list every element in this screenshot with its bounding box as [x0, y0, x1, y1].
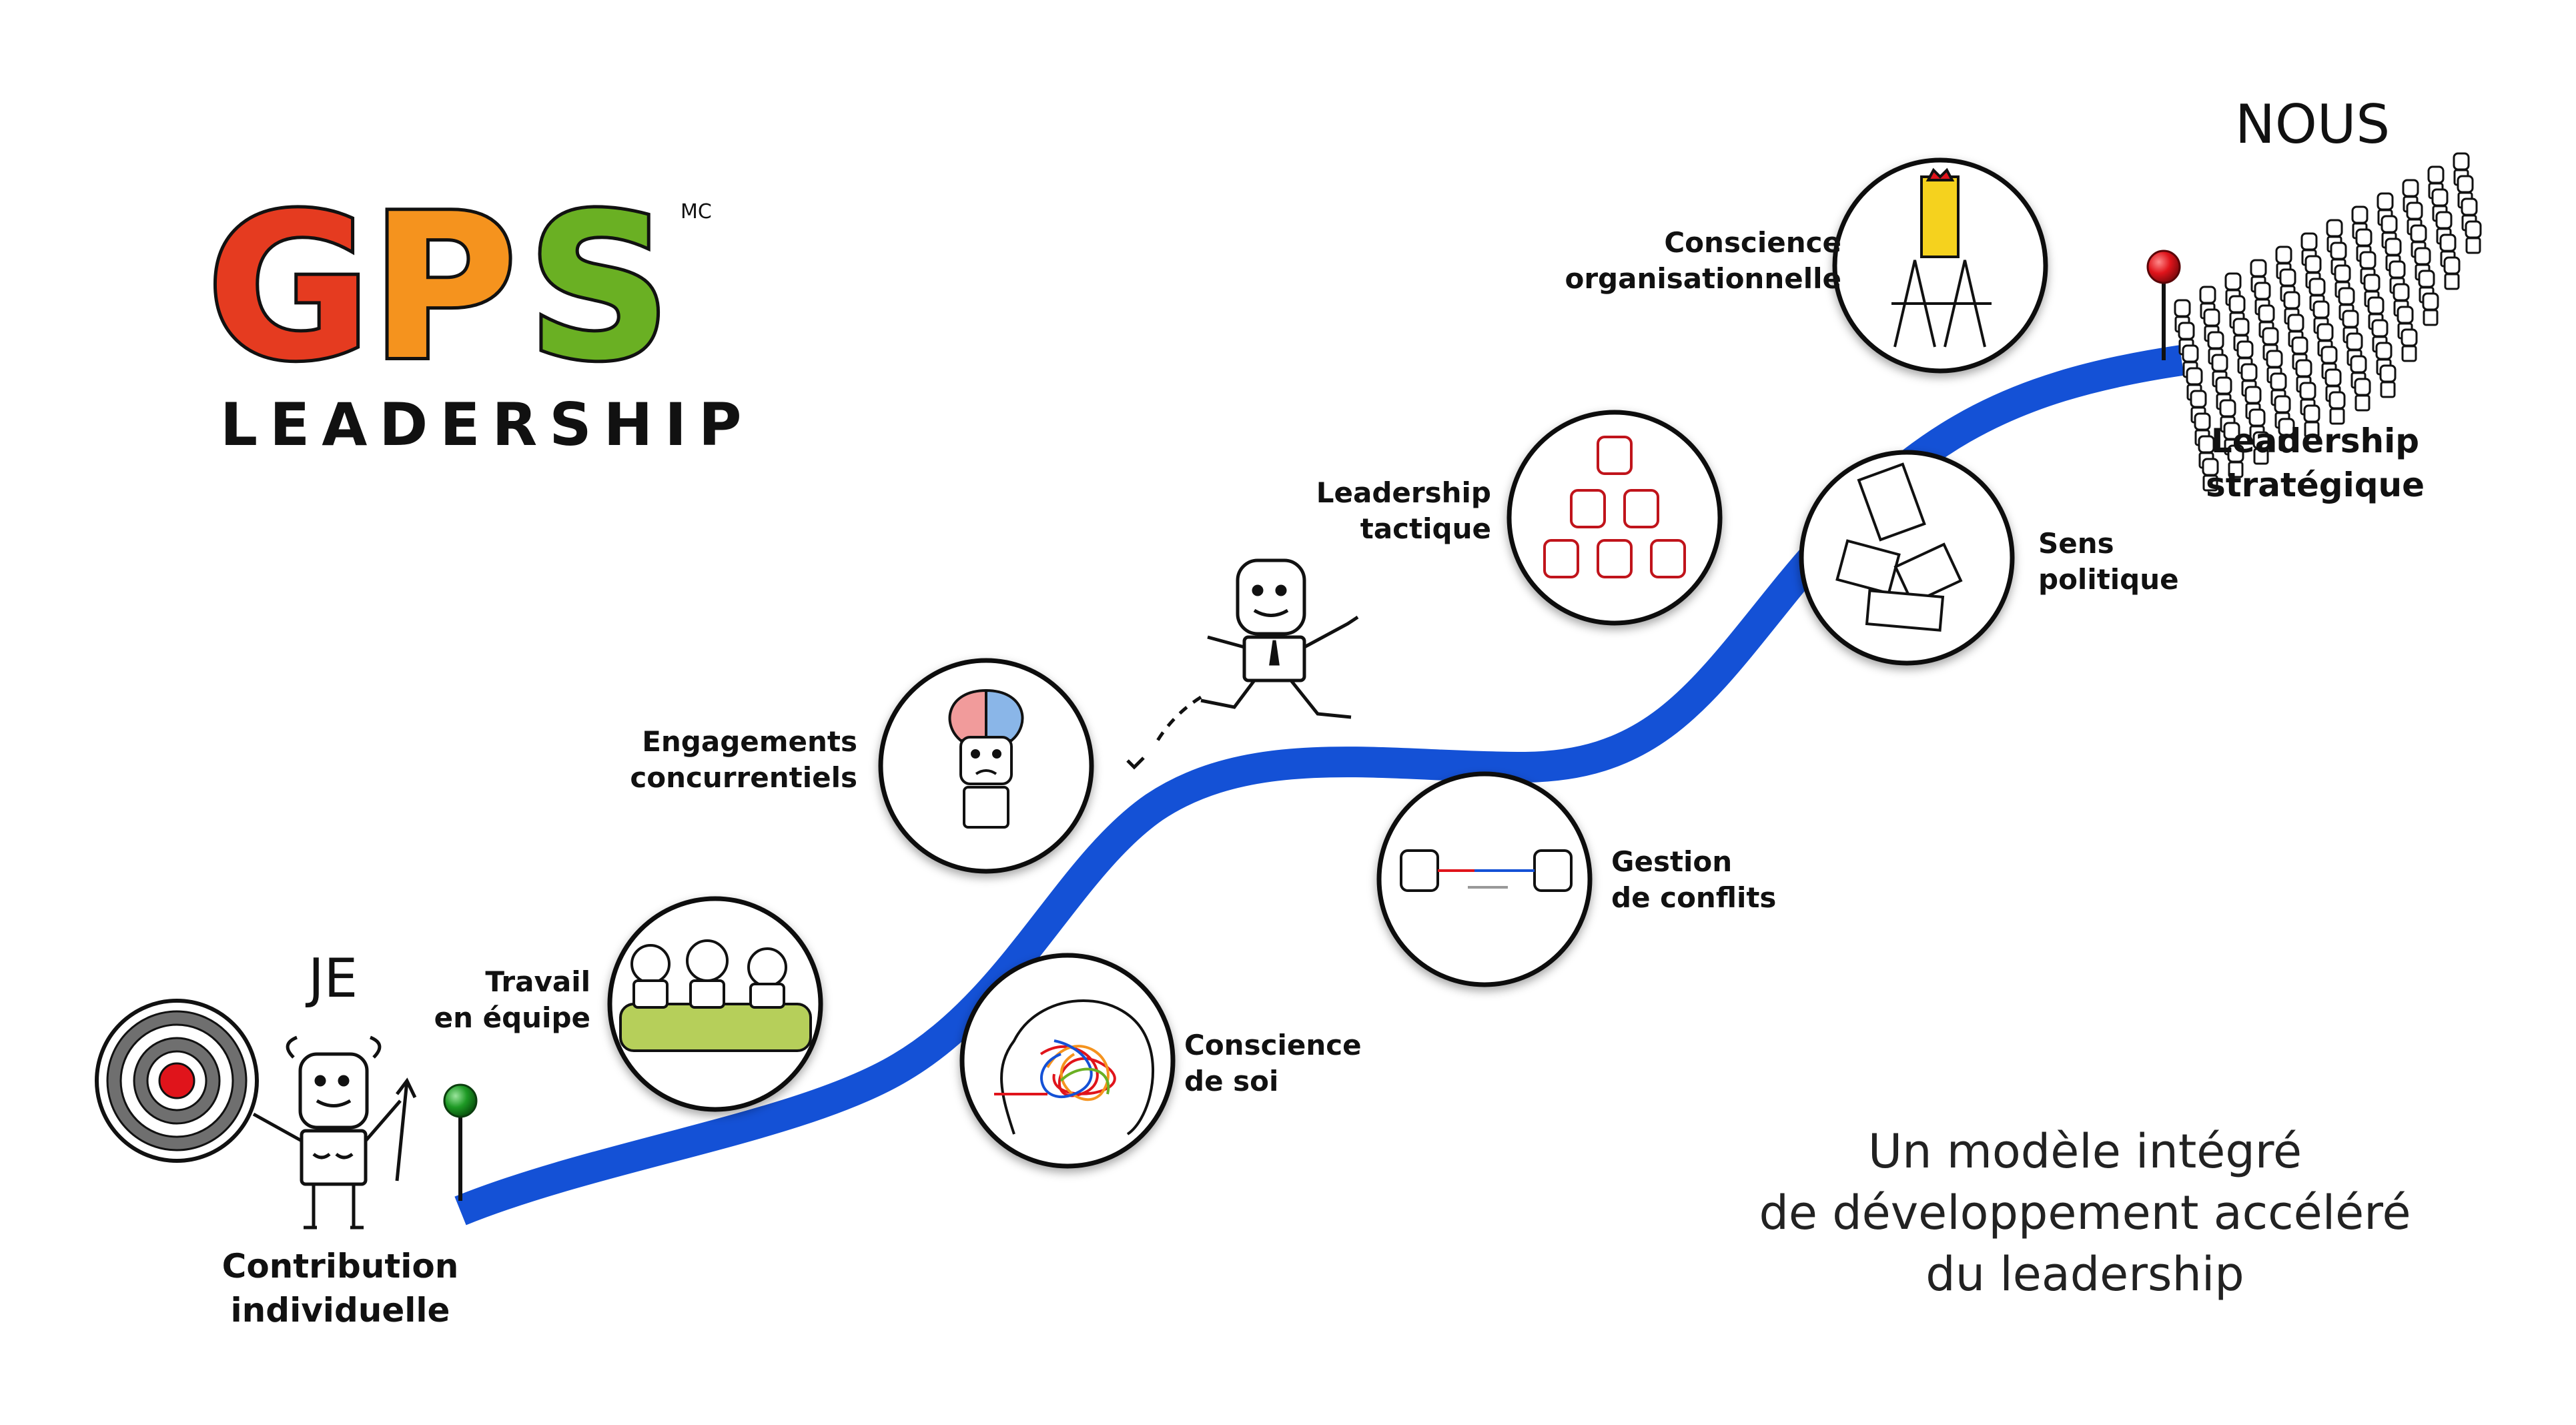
jumping-man-illustration — [1126, 558, 1359, 770]
individual-figure-illustration — [252, 1035, 417, 1230]
step-label-gestion: Gestion de conflits — [1611, 844, 1776, 916]
crowd-figure — [2252, 431, 2270, 465]
gps-logo-letters: G P S — [207, 187, 675, 387]
step-label-line: Leadership — [1316, 476, 1491, 509]
step-label-tactique: Leadership tactique — [1301, 475, 1491, 547]
step-label-line: Travail — [485, 965, 590, 998]
end-pronoun: NOUS — [2235, 93, 2391, 155]
step-label-line: Conscience — [1664, 226, 1841, 259]
house-of-cards-illustration — [1891, 167, 1992, 348]
tagline-line-2: de développement accéléré — [1759, 1185, 2411, 1240]
logo-letter-s: S — [527, 187, 671, 387]
logo-wordmark: LEADERSHIP — [220, 390, 754, 459]
logo-letter-p: P — [370, 187, 517, 387]
step-label-line: Conscience — [1184, 1029, 1362, 1061]
team-meeting-illustration — [619, 939, 812, 1052]
trademark-mark: MC — [681, 200, 712, 223]
start-label: Contribution individuelle — [220, 1244, 460, 1332]
end-label-line-2: stratégique — [2205, 466, 2425, 504]
step-label-line: de soi — [1184, 1065, 1279, 1097]
step-label-line: tactique — [1360, 512, 1491, 545]
step-label-politique: Sens politique — [2038, 526, 2179, 598]
start-label-line-2: individuelle — [230, 1291, 450, 1330]
step-label-conscience-soi: Conscience de soi — [1184, 1027, 1362, 1099]
crowd-illustration — [2174, 152, 2482, 492]
step-label-line: politique — [2038, 563, 2179, 596]
target-icon — [95, 999, 259, 1163]
tug-of-war-illustration — [1400, 849, 1573, 892]
step-label-line: concurrentiels — [630, 761, 857, 794]
crowd-figure — [2278, 418, 2295, 452]
step-label-travail: Travail en équipe — [414, 964, 590, 1036]
tagline-line-1: Un modèle intégré — [1867, 1124, 2302, 1179]
step-label-conscience-org: Conscience organisationnelle — [1561, 225, 1841, 297]
crowd-figure — [2379, 364, 2397, 398]
crowd-figure — [2227, 444, 2244, 478]
step-circle-conscience-org — [1832, 157, 2048, 374]
step-label-line: Sens — [2038, 527, 2114, 560]
tagline: Un modèle intégré de développement accél… — [1708, 1121, 2462, 1305]
crowd-figure — [2401, 328, 2418, 362]
start-pronoun: JE — [308, 947, 358, 1009]
start-pin-icon — [443, 1083, 478, 1201]
crowd-figure — [2443, 256, 2461, 290]
card-pile-illustration — [1835, 462, 1963, 632]
step-circle-politique — [1799, 450, 2015, 666]
crowd-figure — [2465, 220, 2482, 254]
crowd-figure — [2202, 458, 2219, 492]
tangled-mind-illustration — [994, 999, 1154, 1135]
step-label-line: organisationnelle — [1565, 262, 1841, 295]
step-label-line: Gestion — [1611, 845, 1733, 878]
crowd-figure — [2354, 378, 2371, 412]
split-brain-illustration — [948, 688, 1024, 829]
tagline-line-3: du leadership — [1925, 1247, 2244, 1302]
end-label-line-1: Leadership — [2210, 422, 2420, 460]
crowd-figure — [2422, 292, 2439, 326]
crowd-figure — [2328, 391, 2346, 425]
crowd-figure — [2303, 404, 2320, 438]
step-label-line: en équipe — [434, 1001, 590, 1034]
logo-letter-g: G — [207, 187, 371, 387]
human-pyramid-illustration — [1543, 436, 1686, 578]
end-pin-icon — [2146, 250, 2181, 360]
start-label-line-1: Contribution — [222, 1247, 459, 1286]
step-label-line: Engagements — [642, 725, 857, 758]
end-label: Leadership stratégique — [2195, 419, 2435, 507]
step-label-engagements: Engagements concurrentiels — [600, 724, 857, 796]
step-label-line: de conflits — [1611, 881, 1777, 914]
step-circle-gestion — [1376, 771, 1593, 987]
